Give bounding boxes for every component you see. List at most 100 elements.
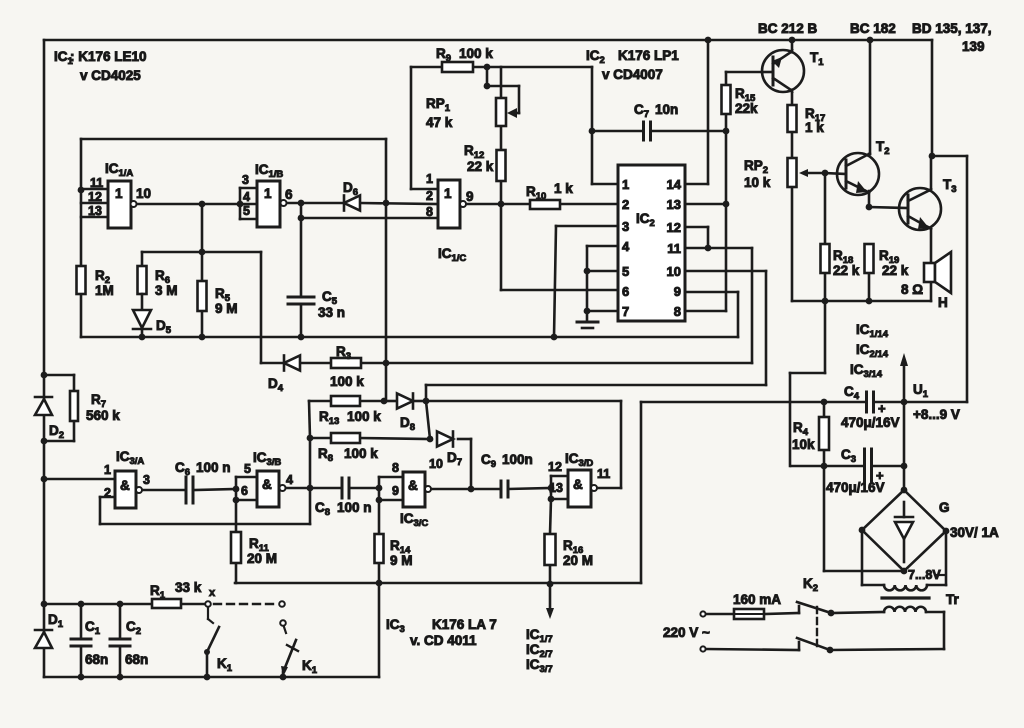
svg-text:12: 12 [548,460,562,474]
svg-text:4: 4 [286,473,293,487]
svg-text:R13: R13 [319,409,339,427]
svg-text:1 k: 1 k [805,120,824,135]
svg-text:1: 1 [444,186,452,201]
svg-text:3 M: 3 M [155,283,178,298]
svg-text:&: & [573,477,583,492]
svg-text:10: 10 [667,264,681,279]
svg-text:22 k: 22 k [882,263,909,278]
svg-text:+: + [878,401,886,416]
svg-text:68n: 68n [125,652,148,667]
svg-text:9: 9 [466,189,474,204]
svg-text:6: 6 [241,484,248,498]
svg-text:13: 13 [549,481,563,495]
svg-text:47 k: 47 k [426,115,453,130]
svg-text:5: 5 [622,264,629,279]
svg-text:5: 5 [243,204,250,218]
svg-text:BD 135, 137,: BD 135, 137, [912,21,992,36]
svg-text:20 M: 20 M [247,551,277,566]
svg-text:9: 9 [674,284,681,299]
svg-text:100 n: 100 n [196,460,231,475]
svg-text:68n: 68n [85,652,108,667]
svg-text:13: 13 [88,204,102,218]
svg-text:1: 1 [426,172,433,186]
svg-text:11: 11 [667,241,681,256]
svg-text:R1: R1 [150,583,166,601]
svg-text:220 V ~: 220 V ~ [663,625,710,640]
svg-text:3: 3 [143,473,150,487]
svg-text:+8...9 V: +8...9 V [913,407,960,422]
svg-text:20 M: 20 M [563,553,593,568]
svg-text:5: 5 [244,462,251,476]
svg-text:v CD4007: v CD4007 [602,67,663,82]
svg-text:1: 1 [622,177,629,192]
svg-text:6: 6 [285,187,293,202]
svg-text:3: 3 [242,173,249,187]
svg-text:2: 2 [104,486,111,500]
svg-text:H: H [938,295,948,310]
svg-text:10k: 10k [792,437,815,452]
svg-text:+: + [876,468,884,483]
svg-text:1: 1 [104,463,111,477]
svg-text:Tr: Tr [946,592,960,607]
svg-text:K176 LP1: K176 LP1 [618,48,679,63]
svg-text:&: & [408,478,418,493]
svg-text:2: 2 [622,197,629,212]
svg-text:11: 11 [90,176,103,190]
svg-text:10 k: 10 k [744,175,771,190]
svg-text:v. CD 4011: v. CD 4011 [410,633,477,648]
svg-text:10n: 10n [655,102,678,117]
svg-text:: K176 LE10: : K176 LE10 [70,49,147,64]
svg-text:12: 12 [88,190,102,204]
svg-text:100n: 100n [502,452,533,467]
svg-text:30V/ 1A: 30V/ 1A [950,525,999,540]
svg-text:139: 139 [962,39,985,54]
svg-text:1: 1 [115,186,123,201]
svg-text:v CD4025: v CD4025 [80,68,141,83]
svg-text:13: 13 [667,197,681,212]
svg-text:100 k: 100 k [344,446,378,461]
svg-text:7...8V: 7...8V [908,568,941,582]
svg-text:1 k: 1 k [554,181,573,196]
svg-text:100 n: 100 n [337,500,372,515]
svg-text:10: 10 [136,186,151,201]
svg-text:9 M: 9 M [215,301,238,316]
svg-text:22 k: 22 k [467,159,494,174]
svg-text:8: 8 [674,304,681,319]
svg-text:470μ/16V: 470μ/16V [826,480,885,495]
svg-text:8: 8 [392,461,399,475]
svg-text:22 k: 22 k [833,263,860,278]
svg-text:2: 2 [426,189,433,203]
svg-text:G: G [939,500,950,515]
svg-text:14: 14 [667,177,682,192]
svg-text:12: 12 [667,220,681,235]
svg-text:33 k: 33 k [175,580,202,595]
svg-text:RP2: RP2 [744,158,768,176]
svg-text:D7: D7 [447,450,462,468]
svg-text:8 Ω: 8 Ω [901,282,923,297]
svg-text:R8: R8 [318,446,333,464]
svg-text:11: 11 [597,467,610,481]
svg-text:7: 7 [622,304,629,319]
svg-text:9 M: 9 M [390,553,413,568]
svg-text:4: 4 [622,239,630,254]
svg-text:6: 6 [622,284,629,299]
svg-text:33 n: 33 n [318,305,345,320]
svg-text:470μ/16V: 470μ/16V [841,415,900,430]
svg-text:&: & [120,478,130,493]
svg-text:100 k: 100 k [330,374,364,389]
svg-text:160 mA: 160 mA [733,592,781,607]
svg-text:1: 1 [264,186,272,201]
svg-text:560 k: 560 k [86,408,120,423]
svg-text:4: 4 [243,190,250,204]
svg-text:10: 10 [429,457,443,471]
svg-text:BC 212 B: BC 212 B [758,21,818,36]
svg-text:x: x [209,587,216,599]
svg-text:BC 182: BC 182 [850,21,896,36]
svg-text:1M: 1M [95,283,114,298]
svg-text:22k: 22k [735,101,758,116]
svg-text:9: 9 [392,484,399,498]
svg-text:100 k: 100 k [459,46,493,61]
svg-text:K176 LA 7: K176 LA 7 [432,617,497,632]
svg-text:&: & [262,477,272,492]
svg-text:3: 3 [622,219,629,234]
